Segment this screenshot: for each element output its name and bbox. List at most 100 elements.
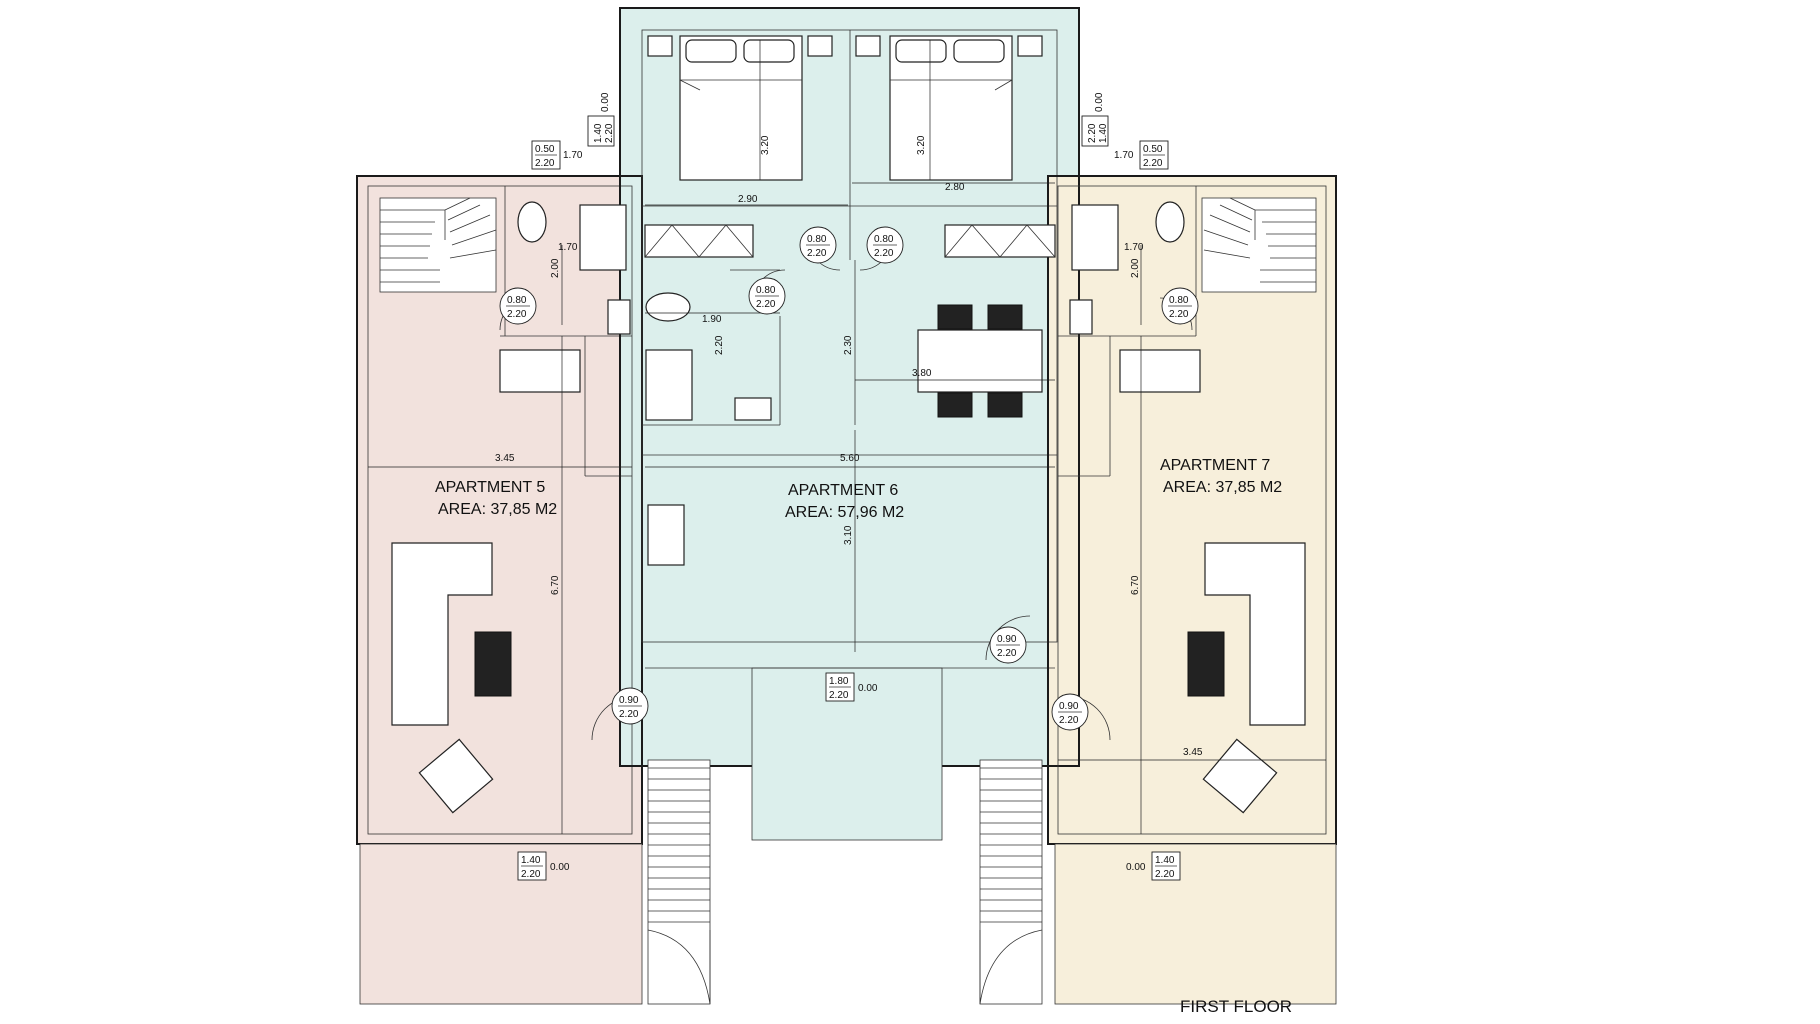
dimension-label: 6.70 [550,575,561,595]
dimension-label: 5.60 [840,453,860,464]
apartment-7-name: APARTMENT 7 [1160,457,1270,474]
dimension-label: 3.20 [916,135,927,155]
dimension-label: 1.70 [558,242,578,253]
dimension-label: 2.00 [1130,258,1141,278]
window-tag: 1.40 2.20 0.00 [587,92,615,147]
svg-text:0.80: 0.80 [874,234,894,245]
shower-icon [1071,204,1119,271]
svg-text:0.80: 0.80 [507,295,527,306]
window-tag: 2.20 1.40 0.00 [1081,92,1109,147]
door-tag: 0.90 2.20 [989,626,1027,664]
dimension-label: 2.20 [714,335,725,355]
svg-text:2.20: 2.20 [1169,309,1189,320]
svg-text:2.20: 2.20 [997,648,1017,659]
svg-text:2.20: 2.20 [619,709,639,720]
apartment-7-bathroom-fixtures [1069,201,1201,393]
furniture [391,35,1306,814]
svg-text:1.40: 1.40 [1155,855,1175,866]
door-tags: 0.80 2.20 0.80 2.20 0.80 2.20 0.80 2.20 … [499,226,1199,731]
dimension-label: 1.70 [1124,242,1144,253]
door-tag: 0.90 2.20 [1051,693,1089,731]
apartment-7-living-furniture [1187,542,1306,814]
shower-icon [579,204,627,271]
sink-icon [1069,299,1093,335]
toilet-icon [1155,201,1185,243]
apartment-6-bathroom-fixtures [645,292,772,421]
svg-text:0.80: 0.80 [807,234,827,245]
svg-text:2.20: 2.20 [535,158,555,169]
svg-text:0.00: 0.00 [1094,92,1105,112]
svg-text:0.80: 0.80 [1169,295,1189,306]
walls [356,7,1337,1005]
apartment-5-area: AREA: 37,85 M2 [438,501,557,518]
apartment-5-balcony [359,843,643,1005]
apartment-6-area: AREA: 57,96 M2 [785,504,904,521]
apartment-7-balcony [1054,843,1337,1005]
svg-text:2.20: 2.20 [604,123,615,143]
svg-text:0.00: 0.00 [550,862,570,873]
door-tag: 0.80 2.20 [866,226,904,264]
svg-text:2.20: 2.20 [756,299,776,310]
window-tag: 0.50 2.20 1.70 [1114,140,1169,170]
svg-text:1.40: 1.40 [1098,123,1109,143]
dimension-label: 2.30 [843,335,854,355]
svg-text:0.00: 0.00 [600,92,611,112]
armchair-icon [418,738,494,814]
svg-text:0.90: 0.90 [619,695,639,706]
svg-text:2.20: 2.20 [1143,158,1163,169]
stair-apartment-7 [1201,197,1317,293]
dimension-label: 2.80 [945,182,965,193]
sofa-icon [391,542,493,726]
door-tag: 0.80 2.20 [499,287,537,325]
dimension-label: 2.90 [738,194,758,205]
double-bed-right [855,35,1043,181]
toilet-icon [517,201,547,243]
kitchen-counter-icon [1119,349,1201,393]
door-tag: 0.80 2.20 [748,277,786,315]
svg-text:2.20: 2.20 [1087,123,1098,143]
wardrobes [644,224,1056,258]
svg-text:0.90: 0.90 [997,634,1017,645]
svg-text:2.20: 2.20 [1155,869,1175,880]
dimension-label: 3.45 [1183,747,1203,758]
coffee-table-icon [1187,631,1225,697]
svg-text:1.80: 1.80 [829,676,849,687]
dimension-label: 3.10 [843,525,854,545]
kitchen-sink-apartment-6 [647,504,685,566]
svg-text:2.20: 2.20 [1059,715,1079,726]
double-bed-left [647,35,833,181]
door-tag: 0.80 2.20 [799,226,837,264]
svg-text:2.20: 2.20 [874,248,894,259]
svg-text:0.00: 0.00 [1126,862,1146,873]
svg-text:1.40: 1.40 [521,855,541,866]
window-tag: 1.40 2.20 0.00 [1126,851,1181,881]
svg-text:0.50: 0.50 [535,144,555,155]
dining-table [917,304,1043,418]
dimension-lines [368,40,1326,834]
stair-apartment-5 [379,197,497,293]
apartment-labels: APARTMENT 5 AREA: 37,85 M2 APARTMENT 6 A… [435,457,1282,521]
bathtub-icon [645,349,693,421]
svg-text:2.20: 2.20 [807,248,827,259]
apartment-5-name: APARTMENT 5 [435,479,545,496]
apartment-7-inner-wall [1057,185,1327,835]
svg-text:2.20: 2.20 [521,869,541,880]
apartment-5-inner-wall [367,185,633,835]
apartment-6-name: APARTMENT 6 [788,482,898,499]
coffee-table-icon [474,631,512,697]
window-tags: 0.50 2.20 1.70 1.40 2.20 0.00 2.20 1.40 … [517,92,1181,881]
dimension-label: 3.80 [912,368,932,379]
kitchen-counter-icon [499,349,581,393]
sink-icon [734,397,772,421]
armchair-icon [1202,738,1278,814]
door-tag: 0.80 2.20 [1161,287,1199,325]
dimension-labels: 3.20 3.20 2.90 2.80 1.70 1.70 2.00 2.00 … [495,135,1203,758]
dimension-label: 3.45 [495,453,515,464]
toilet-icon [645,292,691,322]
floor-label: FIRST FLOOR [1180,997,1292,1016]
svg-text:1.40: 1.40 [593,123,604,143]
apartment-5-living-furniture [391,542,512,814]
window-tag: 0.50 2.20 1.70 [531,140,583,170]
stairs [379,197,1317,1005]
